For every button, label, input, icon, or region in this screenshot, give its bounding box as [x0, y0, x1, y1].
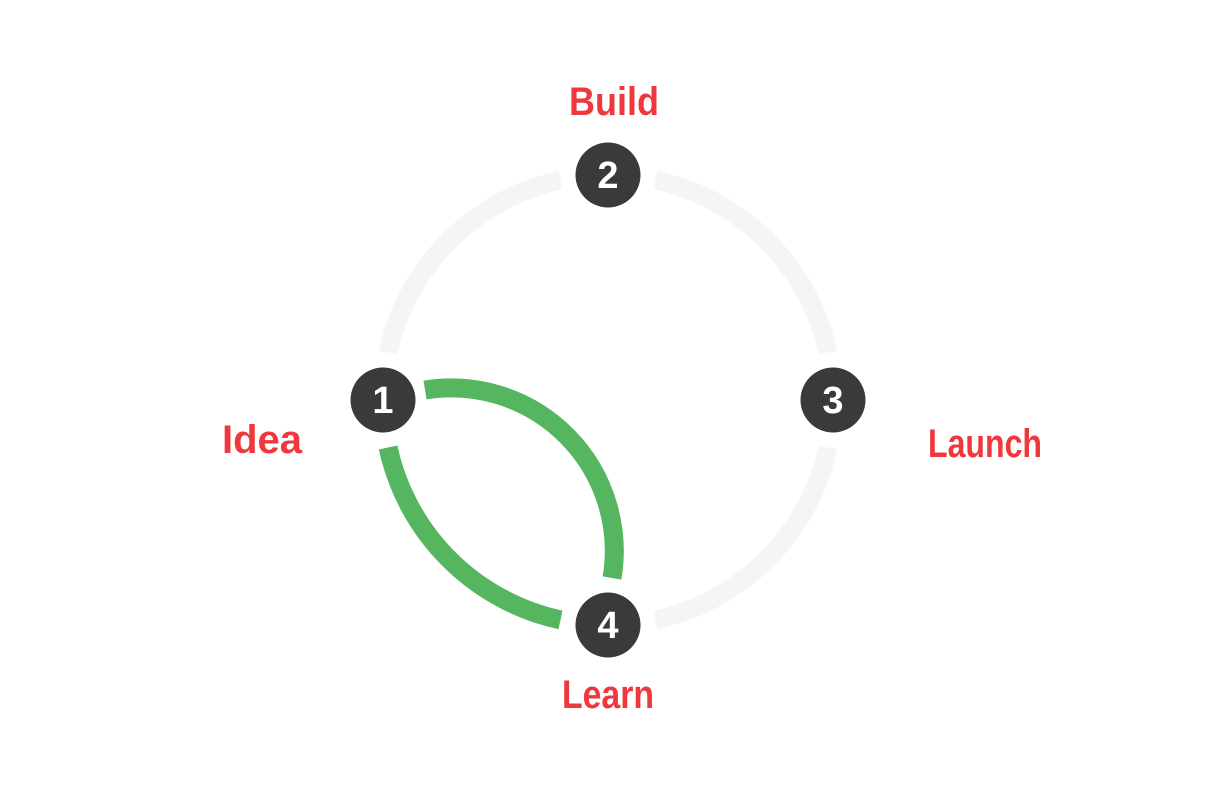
step-node-2: 2: [575, 142, 641, 208]
ring-arc-step1-step2: [378, 170, 563, 355]
step-node-2-circle: [575, 142, 641, 208]
highlight-arc-inner: [423, 378, 624, 580]
step-label-launch: Launch: [928, 422, 1042, 466]
step-node-3: 3: [800, 367, 866, 433]
step-node-4-number: 4: [597, 605, 618, 647]
step-node-1: 1: [350, 367, 416, 433]
ring-arc-step2-step3: [653, 170, 838, 355]
step-label-build: Build: [569, 80, 659, 124]
step-node-3-circle: [800, 367, 866, 433]
step-label-learn: Learn: [562, 673, 654, 717]
ring-arc-step3-step4: [653, 445, 838, 630]
step-node-3-number: 3: [822, 380, 843, 422]
highlight-arc-outer: [378, 445, 563, 630]
step-node-1-number: 1: [372, 380, 393, 422]
step-label-idea: Idea: [222, 418, 303, 462]
step-node-2-number: 2: [597, 155, 618, 197]
step-node-4: 4: [575, 592, 641, 658]
step-node-1-circle: [350, 367, 416, 433]
step-node-4-circle: [575, 592, 641, 658]
